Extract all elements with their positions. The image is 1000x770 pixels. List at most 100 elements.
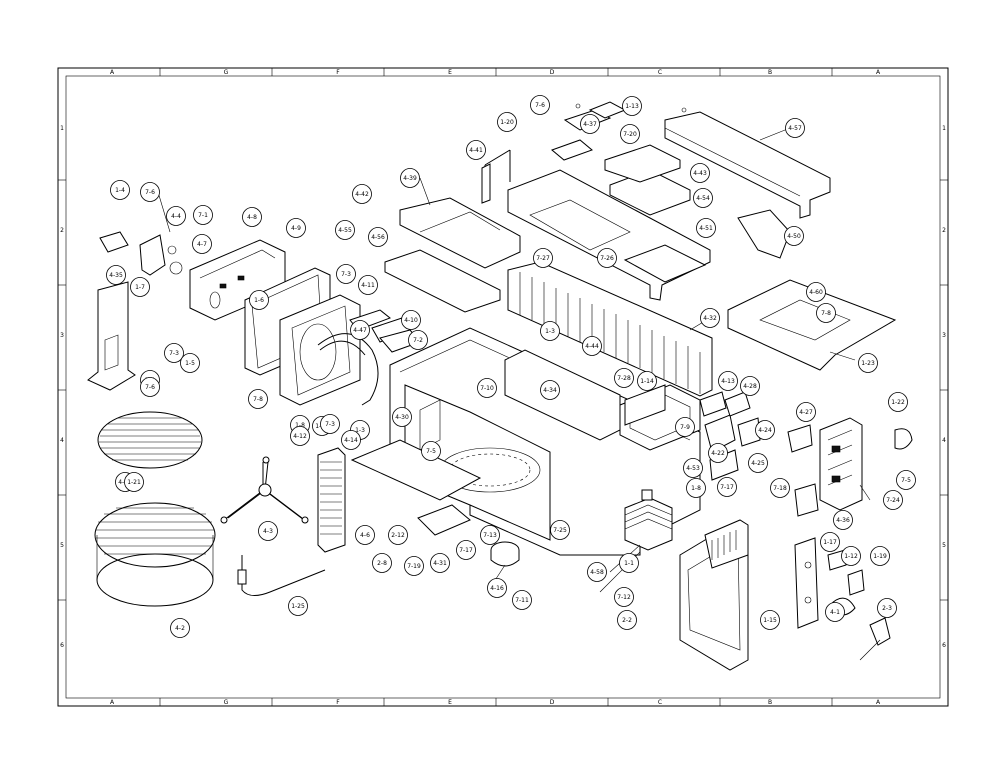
zone-label-right: 2 bbox=[942, 227, 946, 234]
part-callout-label: 7-18 bbox=[773, 485, 787, 492]
part-callout: 7-17 bbox=[717, 477, 737, 497]
part-callout-bubble bbox=[335, 220, 355, 240]
turntable-tray bbox=[94, 502, 216, 607]
part-callout: 4-13 bbox=[718, 371, 738, 391]
part-callout-bubble bbox=[816, 303, 836, 323]
part-callout-label: 4-44 bbox=[585, 343, 599, 350]
part-callout-bubble bbox=[622, 96, 642, 116]
part-callout: 7-17 bbox=[456, 540, 476, 560]
part-callout-label: 7-12 bbox=[617, 594, 631, 601]
part-callout: 1-20 bbox=[497, 112, 517, 132]
vent-slats bbox=[519, 272, 701, 394]
part-callout-bubble bbox=[784, 226, 804, 246]
part-callout-bubble bbox=[336, 264, 356, 284]
part-callout-label: 1-8 bbox=[295, 422, 305, 429]
part-callout-bubble bbox=[760, 610, 780, 630]
part-callout-bubble bbox=[166, 206, 186, 226]
part-callout-label: 4-57 bbox=[788, 125, 802, 132]
part-callout-bubble bbox=[164, 343, 184, 363]
part-callout-label: 4-31 bbox=[433, 560, 447, 567]
part-callout-bubble bbox=[286, 218, 306, 238]
part-callout: 7-27 bbox=[533, 248, 553, 268]
part-callout: 7-1 bbox=[193, 205, 213, 225]
part-callout-bubble bbox=[858, 353, 878, 373]
magnetron bbox=[624, 489, 673, 551]
part-callout: 4-51 bbox=[696, 218, 716, 238]
part-callout: 4-30 bbox=[392, 407, 412, 427]
part-callout-bubble bbox=[841, 546, 861, 566]
part-callout-bubble bbox=[883, 490, 903, 510]
zone-label-bottom: B bbox=[768, 699, 772, 706]
part-callout-bubble bbox=[870, 546, 890, 566]
part-callout: 4-36 bbox=[833, 510, 853, 530]
part-callout: 4-60 bbox=[806, 282, 826, 302]
part-callout-bubble bbox=[619, 553, 639, 573]
part-callout-label: 4-13 bbox=[721, 378, 735, 385]
part-callout-label: 7-13 bbox=[483, 532, 497, 539]
part-callout-label: 1-21 bbox=[127, 479, 141, 486]
part-callout-label: 1-1 bbox=[624, 560, 634, 567]
part-callout-label: 4-42 bbox=[355, 191, 369, 198]
part-callout: 7-11 bbox=[512, 590, 532, 610]
zone-label-bottom: E bbox=[448, 699, 452, 706]
part-callout-label: 4-7 bbox=[197, 241, 207, 248]
part-callout-label: 7-9 bbox=[680, 424, 690, 431]
part-callout: 4-32 bbox=[700, 308, 720, 328]
part-callout-label: 7-28 bbox=[617, 375, 631, 382]
part-callout-label: 1-25 bbox=[291, 603, 305, 610]
part-callout-bubble bbox=[686, 478, 706, 498]
part-callout-label: 1-17 bbox=[823, 539, 837, 546]
zone-label-top: G bbox=[224, 69, 229, 76]
part-callout: 7-13 bbox=[480, 525, 500, 545]
part-callout-label: 7-17 bbox=[459, 547, 473, 554]
part-callout-label: 4-30 bbox=[395, 414, 409, 421]
part-callout-bubble bbox=[708, 443, 728, 463]
part-callout-bubble bbox=[512, 590, 532, 610]
part-callout-bubble bbox=[740, 376, 760, 396]
part-callout-bubble bbox=[130, 277, 150, 297]
zone-label-left: 6 bbox=[60, 642, 64, 649]
part-callout-label: 2-8 bbox=[377, 560, 387, 567]
part-callout-label: 7-25 bbox=[553, 527, 567, 534]
part-callout-label: 7-8 bbox=[253, 396, 263, 403]
part-callout-bubble bbox=[717, 477, 737, 497]
part-callout-bubble bbox=[614, 368, 634, 388]
part-callout-bubble bbox=[124, 472, 144, 492]
part-callout-label: 4-41 bbox=[469, 147, 483, 154]
zone-label-bottom: A bbox=[110, 699, 115, 706]
part-callout-bubble bbox=[408, 330, 428, 350]
part-callout-label: 4-39 bbox=[403, 175, 417, 182]
zone-label-bottom: D bbox=[550, 699, 555, 706]
part-callout-label: 1-7 bbox=[135, 284, 145, 291]
part-callout-bubble bbox=[290, 426, 310, 446]
part-callout-bubble bbox=[540, 380, 560, 400]
part-callout-label: 4-47 bbox=[353, 327, 367, 334]
part-callout-bubble bbox=[748, 453, 768, 473]
part-callout: 2-2 bbox=[617, 610, 637, 630]
part-callout-bubble bbox=[320, 414, 340, 434]
part-callout-label: 2-12 bbox=[391, 532, 405, 539]
part-callout: 7-3 bbox=[336, 264, 356, 284]
part-callout: 4-56 bbox=[368, 227, 388, 247]
part-callout-label: 4-35 bbox=[109, 272, 123, 279]
part-callout-label: 4-14 bbox=[344, 437, 358, 444]
part-callout: 4-27 bbox=[796, 402, 816, 422]
part-callout: 7-8 bbox=[816, 303, 836, 323]
part-callout-label: 4-6 bbox=[360, 532, 370, 539]
roller-ring bbox=[220, 456, 309, 524]
part-callout: 7-12 bbox=[614, 587, 634, 607]
zone-label-right: 1 bbox=[942, 125, 946, 132]
part-callout-bubble bbox=[580, 114, 600, 134]
part-callout-label: 1-23 bbox=[861, 360, 875, 367]
part-callout: 1-23 bbox=[858, 353, 878, 373]
part-callout-bubble bbox=[392, 407, 412, 427]
part-callout-label: 4-60 bbox=[809, 289, 823, 296]
part-callout: 4-6 bbox=[355, 525, 375, 545]
zone-label-top: A bbox=[110, 69, 115, 76]
part-callout: 4-12 bbox=[290, 426, 310, 446]
part-callout: 1-17 bbox=[820, 532, 840, 552]
part-callout-bubble bbox=[180, 353, 200, 373]
part-callout-bubble bbox=[421, 441, 441, 461]
part-callout-label: 1-12 bbox=[844, 553, 858, 560]
